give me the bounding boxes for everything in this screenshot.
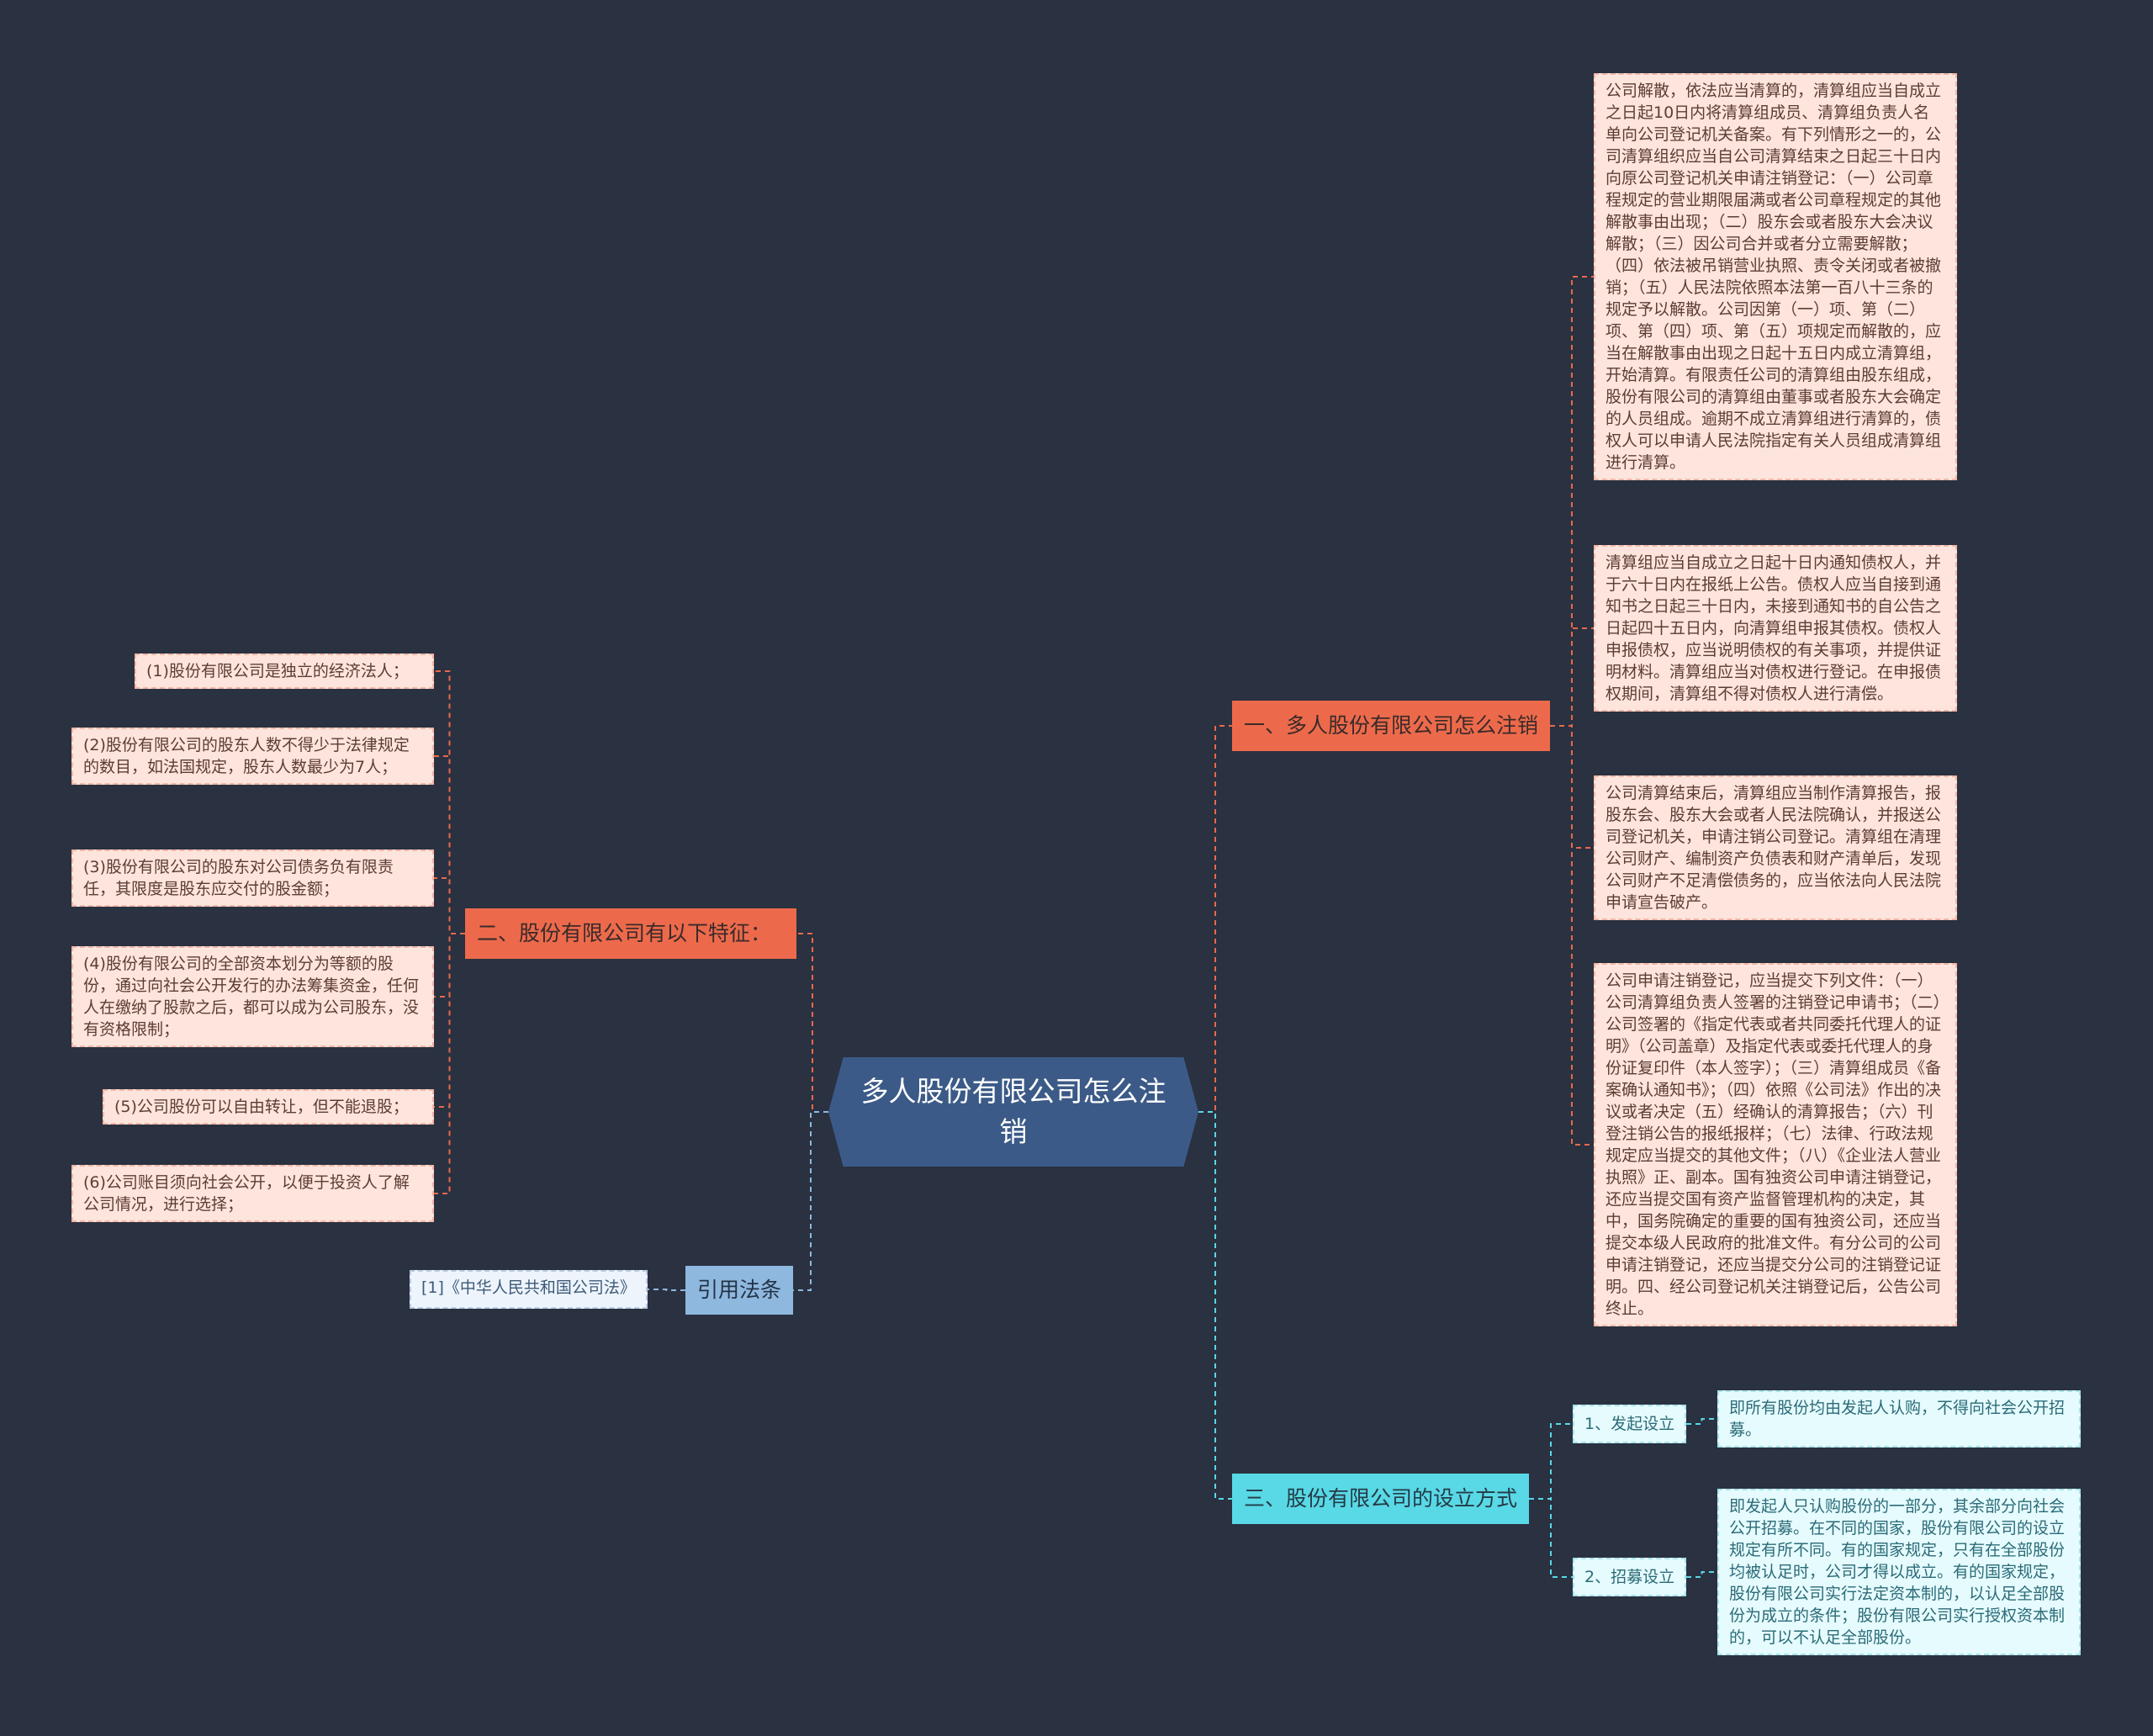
connector-branch2-leaf [434, 670, 465, 934]
branch-label: 一、多人股份有限公司怎么注销 [1244, 713, 1539, 738]
connector-sub-detail [1686, 1418, 1717, 1425]
connector-root-branch4 [793, 1111, 828, 1291]
leaf-required-documents[interactable]: 公司申请注销登记，应当提交下列文件：（一）公司清算组负责人签署的注销登记申请书；… [1594, 963, 1957, 1326]
leaf-feature-1[interactable]: (1)股份有限公司是独立的经济法人； [135, 654, 434, 689]
leaf-feature-5[interactable]: (5)公司股份可以自由转让，但不能退股； [103, 1089, 434, 1125]
leaf-liquidation-report[interactable]: 公司清算结束后，清算组应当制作清算报告，报股东会、股东大会或者人民法院确认，并报… [1594, 775, 1957, 920]
connector-branch3-sub [1529, 1498, 1573, 1578]
connector-branch1-leaf [1550, 725, 1594, 1146]
root-title: 多人股份有限公司怎么注销 [860, 1075, 1166, 1148]
leaf-feature-2[interactable]: (2)股份有限公司的股东人数不得少于法律规定的数目，如法国规定，股东人数最少为7… [71, 728, 434, 785]
branch-label: 引用法条 [697, 1278, 782, 1302]
sub-promotion-establishment[interactable]: 1、发起设立 [1573, 1405, 1687, 1443]
leaf-company-law-link[interactable]: [1]《中华人民共和国公司法》 [410, 1270, 648, 1309]
connector-branch1-leaf [1550, 627, 1594, 727]
leaf-feature-3[interactable]: (3)股份有限公司的股东对公司债务负有限责任，其限度是股东应交付的股金额； [71, 849, 434, 907]
branch-cited-law[interactable]: 引用法条 [685, 1266, 794, 1315]
connector-branch2-leaf [434, 877, 465, 934]
leaf-notify-creditors[interactable]: 清算组应当自成立之日起十日内通知债权人，并于六十日内在报纸上公告。债权人应当自接… [1594, 545, 1957, 712]
connector-sub-detail [1686, 1571, 1717, 1578]
connector-branch3-sub [1529, 1423, 1573, 1500]
leaf-deregister-liquidation[interactable]: 公司解散，依法应当清算的，清算组应当自成立之日起10日内将清算组成员、清算组负责… [1594, 73, 1957, 480]
root-topic[interactable]: 多人股份有限公司怎么注销 [828, 1057, 1198, 1167]
branch-establishment-methods[interactable]: 三、股份有限公司的设立方式 [1232, 1474, 1530, 1524]
branch-label: 三、股份有限公司的设立方式 [1244, 1486, 1518, 1511]
connector-root-branch2 [796, 933, 828, 1113]
connector-branch2-leaf [434, 755, 465, 934]
detail-offering-establishment[interactable]: 即发起人只认购股份的一部分，其余部分向社会公开招募。在不同的国家，股份有限公司的… [1717, 1489, 2081, 1655]
branch-label: 二、股份有限公司有以下特征： [477, 921, 772, 945]
leaf-feature-6[interactable]: (6)公司账目须向社会公开，以便于投资人了解公司情况，进行选择； [71, 1165, 434, 1222]
branch-how-to-deregister[interactable]: 一、多人股份有限公司怎么注销 [1232, 701, 1551, 751]
connector-branch1-leaf [1550, 276, 1594, 727]
branch-company-features[interactable]: 二、股份有限公司有以下特征： [465, 908, 796, 959]
connector-root-branch3 [1198, 1111, 1232, 1500]
connector-branch2-leaf [434, 933, 465, 1194]
connector-branch4-leaf [648, 1289, 685, 1291]
leaf-feature-4[interactable]: (4)股份有限公司的全部资本划分为等额的股份，通过向社会公开发行的办法筹集资金，… [71, 946, 434, 1047]
connector-root-branch1 [1198, 725, 1232, 1113]
detail-promotion-establishment[interactable]: 即所有股份均由发起人认购，不得向社会公开招募。 [1717, 1390, 2081, 1448]
sub-offering-establishment[interactable]: 2、招募设立 [1573, 1558, 1687, 1596]
